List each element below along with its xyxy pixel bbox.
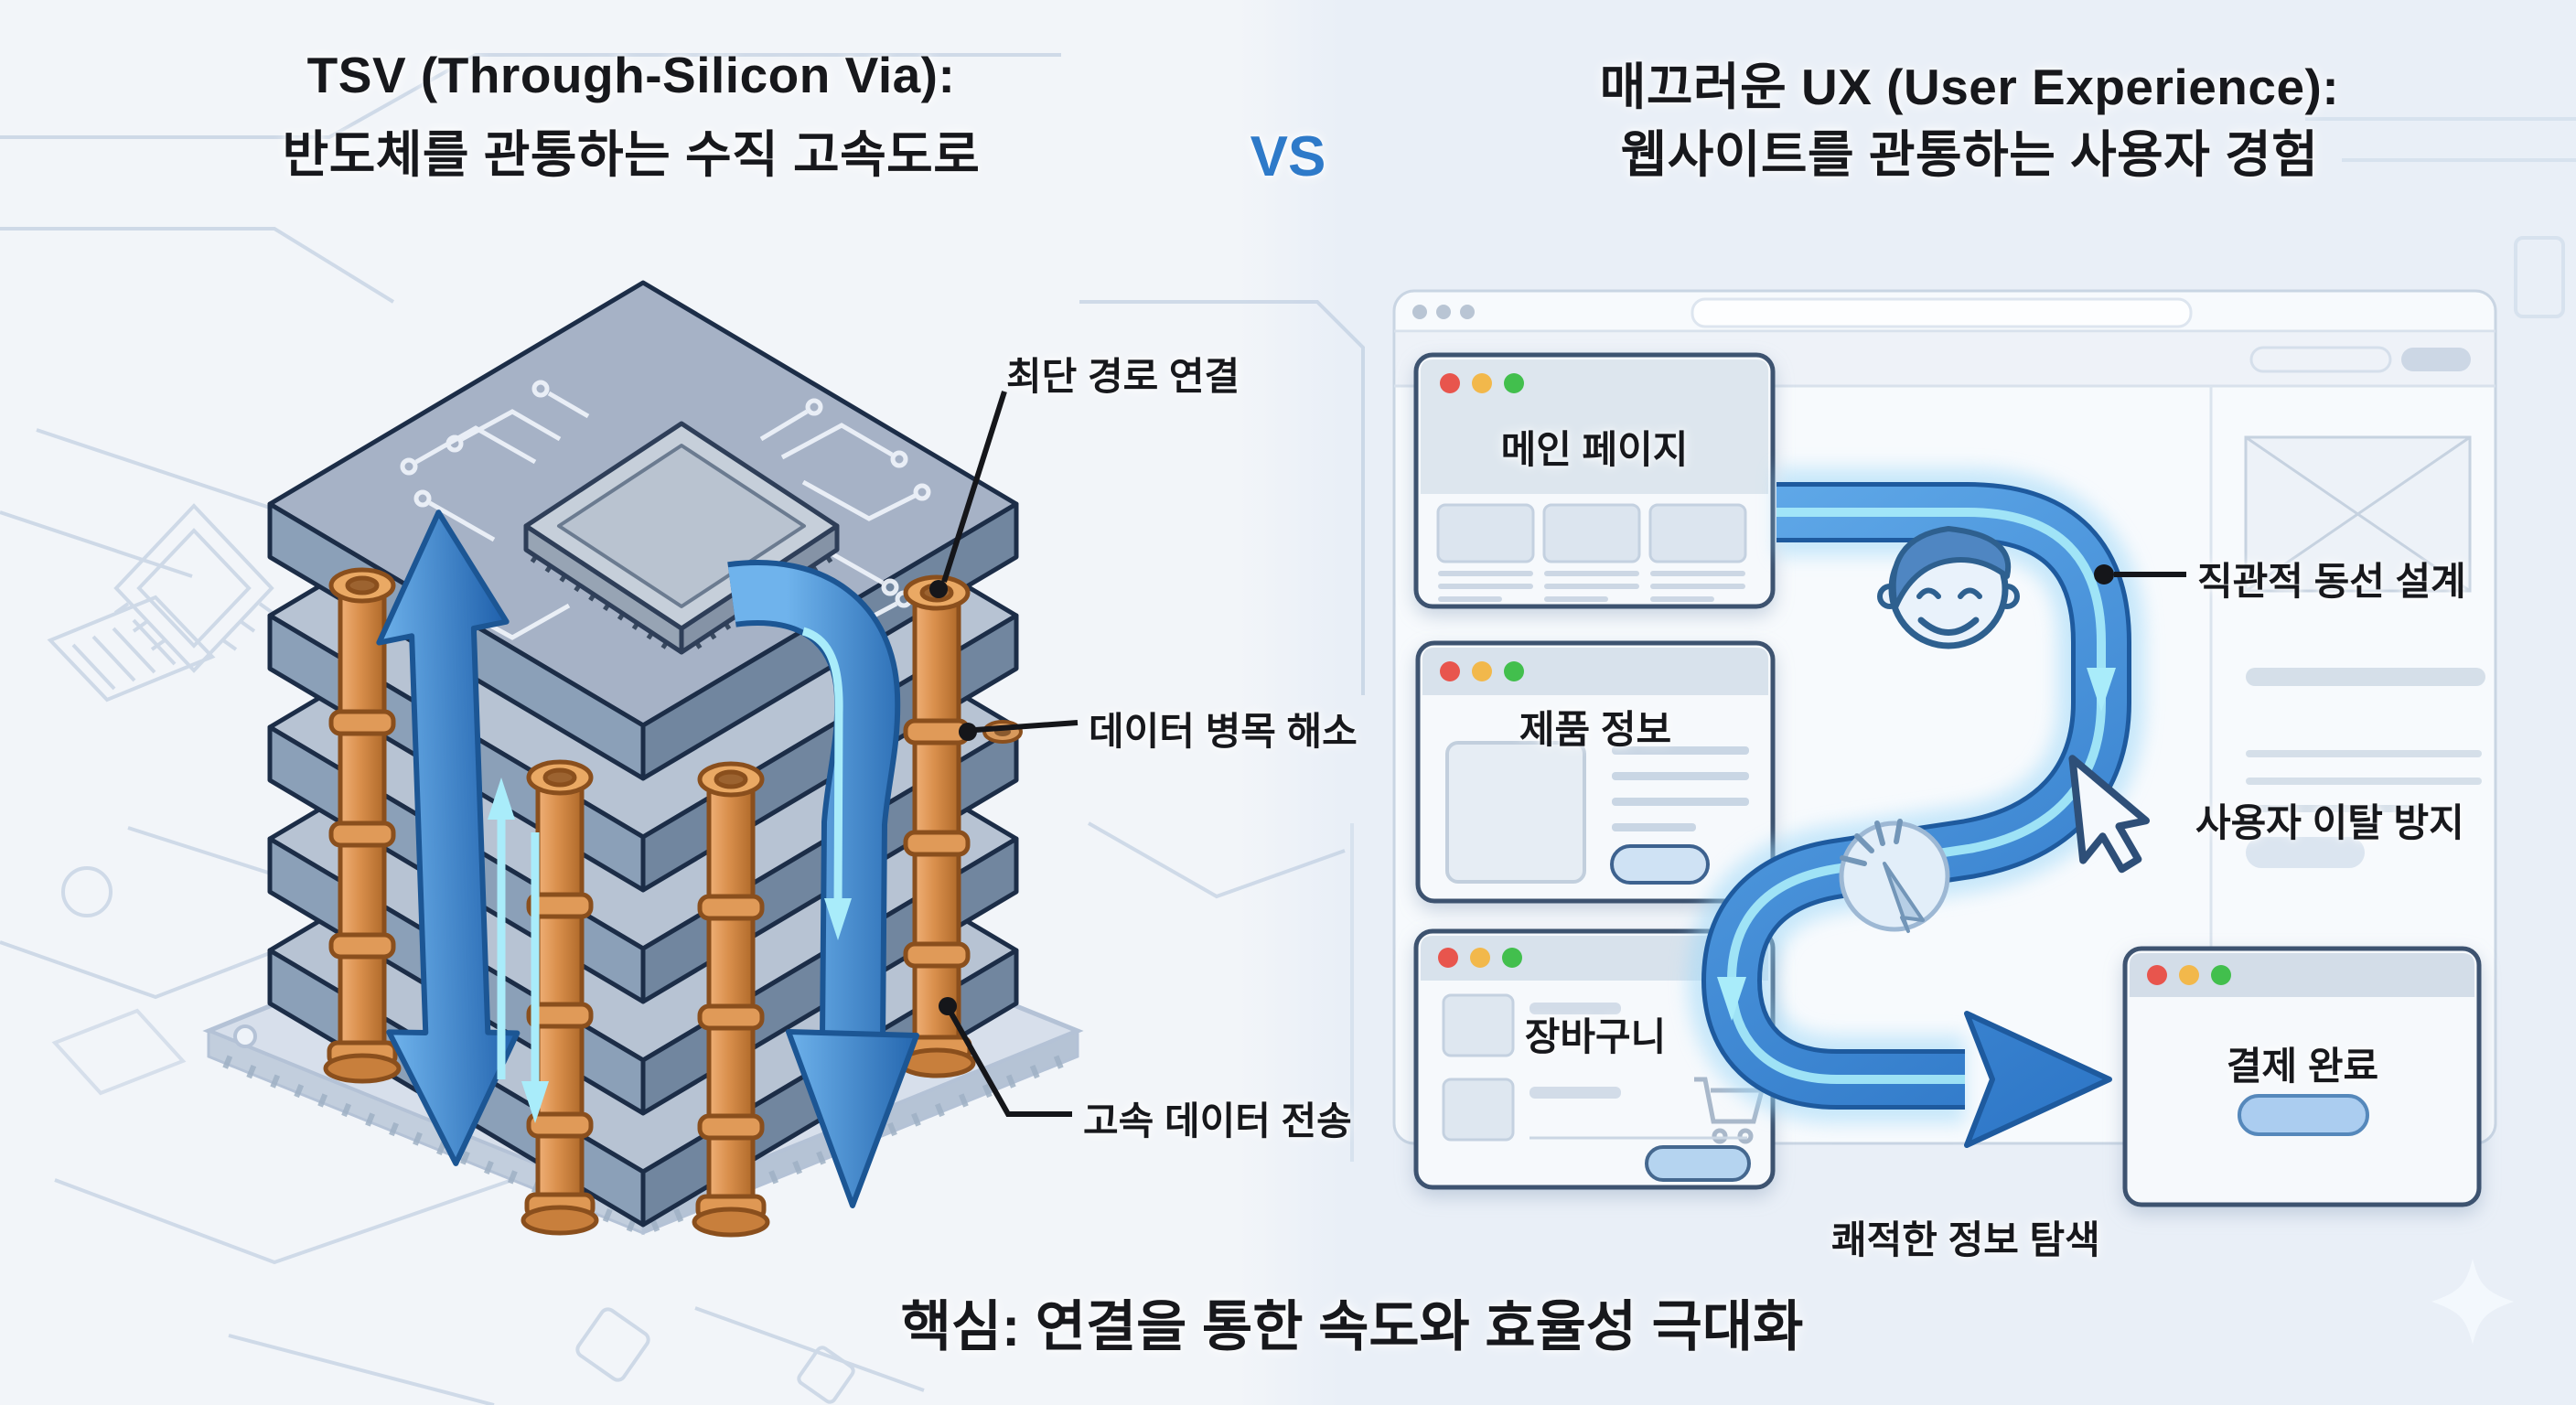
tsv-copper-pillars bbox=[323, 567, 1023, 1238]
toolbar-chip bbox=[2249, 346, 2392, 373]
card-button bbox=[2238, 1094, 2369, 1136]
label-intuitive-flow: 직관적 동선 설계 bbox=[2197, 560, 2466, 603]
traffic-lights-icon bbox=[1440, 373, 1524, 393]
wireframe-column bbox=[2244, 435, 2485, 868]
right-title-line1: 매끄러운 UX (User Experience): bbox=[1599, 59, 2340, 115]
s-flow-arrow bbox=[1687, 468, 2145, 1148]
hatched-pad-icon-2 bbox=[51, 866, 855, 1404]
traffic-lights-icon bbox=[1438, 948, 1522, 968]
card-main-page bbox=[1413, 352, 1776, 609]
card-cart bbox=[1413, 928, 1776, 1190]
traffic-lights-icon bbox=[2147, 965, 2231, 985]
up-down-arrow bbox=[376, 509, 521, 1166]
cyan-data-arrows bbox=[488, 778, 549, 1123]
hatched-pad-icon bbox=[47, 595, 216, 702]
card-title-main: 메인 페이지 bbox=[1500, 428, 1689, 471]
flow-callout bbox=[2094, 564, 2186, 585]
left-callouts bbox=[929, 391, 1079, 1117]
card-checkout bbox=[2122, 946, 2482, 1207]
sparkle-icon bbox=[2431, 1259, 2514, 1345]
vs-label: VS bbox=[1250, 125, 1326, 188]
label-high-speed: 고속 데이터 전송 bbox=[1083, 1099, 1352, 1142]
label-browse: 쾌적한 정보 탐색 bbox=[1831, 1218, 2100, 1261]
bent-down-arrow bbox=[727, 560, 919, 1208]
label-bottleneck: 데이터 병목 해소 bbox=[1089, 710, 1358, 753]
card-product-info bbox=[1415, 640, 1776, 904]
tsv-pillar bbox=[323, 567, 402, 1084]
tsv-pillar bbox=[521, 759, 599, 1236]
click-icon bbox=[1839, 819, 1950, 933]
circuit-background-pattern bbox=[0, 53, 1365, 1405]
tsv-stack-illustration bbox=[202, 280, 1084, 1238]
flow-arrowhead bbox=[1964, 1011, 2112, 1148]
footer-tagline: 핵심: 연결을 통한 속도와 효율성 극대화 bbox=[900, 1296, 1804, 1357]
tsv-pillar bbox=[692, 761, 770, 1238]
card-title-cart: 장바구니 bbox=[1524, 1015, 1667, 1058]
toolbar-button bbox=[2401, 348, 2471, 371]
cursor-icon bbox=[2068, 755, 2151, 874]
right-title-line2: 웹사이트를 관통하는 사용자 경험 bbox=[1620, 126, 2319, 183]
left-title-line1: TSV (Through-Silicon Via): bbox=[306, 47, 956, 103]
card-title-product: 제품 정보 bbox=[1519, 708, 1672, 751]
label-churn: 사용자 이탈 방지 bbox=[2195, 801, 2464, 844]
window-controls-icon bbox=[1412, 305, 1475, 319]
card-button bbox=[1645, 1145, 1751, 1182]
url-bar bbox=[1690, 297, 2193, 328]
ux-flow-illustration bbox=[1392, 289, 2514, 1345]
traffic-lights-icon bbox=[1440, 661, 1524, 681]
circuit-background-pattern-right bbox=[1350, 117, 2576, 1162]
card-title-checkout: 결제 완료 bbox=[2226, 1045, 2379, 1088]
wireframe-chip-icon bbox=[113, 503, 274, 673]
left-title-line2: 반도체를 관통하는 수직 고속도로 bbox=[282, 126, 981, 183]
smiley-user-icon bbox=[1877, 526, 2020, 649]
label-shortest-path: 최단 경로 연결 bbox=[1006, 355, 1240, 398]
tsv-pillar bbox=[897, 574, 976, 1078]
card-button bbox=[1610, 844, 1710, 885]
